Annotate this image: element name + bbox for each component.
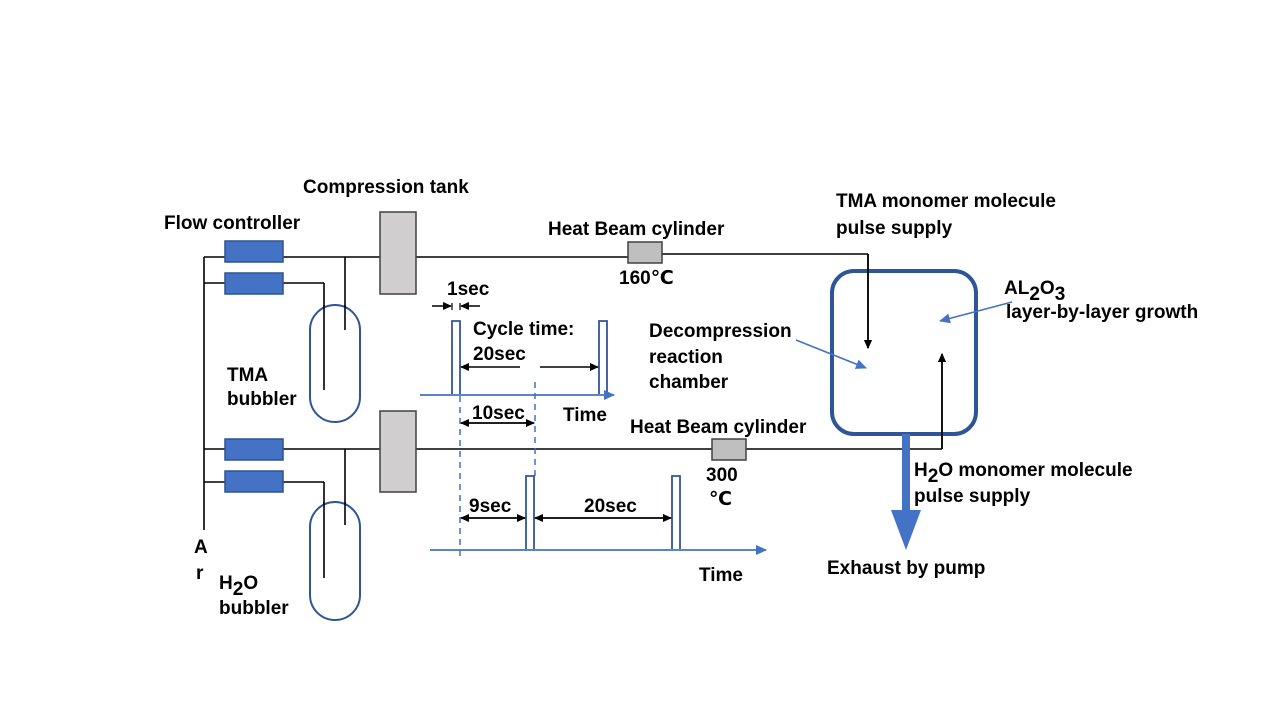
tma-pulse-2 <box>598 320 608 394</box>
h2o-pulse-label-line2: pulse supply <box>914 486 1031 507</box>
temperature-bottom-value: 300 <box>706 465 738 486</box>
decompression-reaction-chamber <box>830 269 978 436</box>
time-axis-bottom-label: Time <box>699 565 743 586</box>
h2o-pulse-sub: 2 <box>928 466 939 487</box>
heat-beam-cylinder-bottom <box>711 438 747 461</box>
cycle-time-label-line1: Cycle time: <box>473 319 574 340</box>
tma-pulse-label-line2: pulse supply <box>836 218 953 239</box>
flow-controller-3 <box>224 438 284 461</box>
delay-label: 9sec <box>469 496 512 517</box>
h2o-pulse-label-line1: H2O monomer molecule <box>914 460 1133 487</box>
pulse-width-label: 1sec <box>447 279 490 300</box>
h2o-bubbler-label-line1: H2O <box>219 573 258 600</box>
flow-controller-label: Flow controller <box>164 213 301 234</box>
compression-tank-bottom <box>379 410 417 493</box>
h2o-pulse-rest: O monomer molecule <box>938 460 1132 481</box>
h2o-timing-diagram <box>430 382 767 558</box>
flow-controller-1 <box>224 240 284 263</box>
tma-pulse-label-line1: TMA monomer molecule <box>836 191 1056 212</box>
exhaust-label: Exhaust by pump <box>827 558 985 579</box>
flow-controller-2 <box>224 272 284 295</box>
temperature-top-label: 160℃ <box>619 268 674 289</box>
h2o-bubbler-h: H <box>219 573 233 594</box>
al2o3-al: AL <box>1004 278 1030 299</box>
al2o3-sub-3: 3 <box>1055 284 1066 305</box>
flow-controllers <box>224 240 284 493</box>
tma-pulse-1 <box>451 320 461 394</box>
decompression-label-line1: Decompression <box>649 321 792 342</box>
heat-beam-top-label: Heat Beam cylinder <box>548 219 725 240</box>
temperature-bottom-unit: ℃ <box>709 489 732 510</box>
tma-bubbler <box>309 304 361 423</box>
tma-bubbler-label-line1: TMA <box>227 365 268 386</box>
h2o-bubbler-label-line2: bubbler <box>219 598 289 619</box>
cycle-time-label-line2: 20sec <box>473 344 526 365</box>
time-axis-top-label: Time <box>563 405 607 426</box>
period-label: 20sec <box>584 496 637 517</box>
decompression-label-line3: chamber <box>649 372 729 393</box>
al2o3-o: O <box>1040 278 1055 299</box>
ar-label-a: A <box>194 537 208 558</box>
heat-beam-bottom-label: Heat Beam cylinder <box>630 417 807 438</box>
h2o-pulse-h: H <box>914 460 928 481</box>
ar-label-r: r <box>196 563 204 584</box>
h2o-pulse-2 <box>671 475 681 549</box>
al2o3-label: AL2O3 <box>1004 278 1065 305</box>
decompression-pointer <box>795 339 867 369</box>
h2o-pulse-1 <box>525 475 535 549</box>
growth-label: layer-by-layer growth <box>1006 302 1198 323</box>
exhaust-arrow <box>891 434 921 550</box>
tma-timing-diagram <box>420 302 615 400</box>
decompression-label-line2: reaction <box>649 347 723 368</box>
heat-beam-cylinder-top <box>627 241 663 264</box>
al2o3-sub-2: 2 <box>1029 284 1040 305</box>
offset-label: 10sec <box>472 403 525 424</box>
flow-controller-4 <box>224 470 284 493</box>
tma-bubbler-label-line2: bubbler <box>227 389 297 410</box>
h2o-bubbler-sub: 2 <box>233 579 244 600</box>
al2o3-pointer <box>939 301 1013 324</box>
h2o-bubbler <box>309 501 361 621</box>
compression-tank-label: Compression tank <box>303 177 469 198</box>
h2o-bubbler-o: O <box>243 573 258 594</box>
compression-tank-top <box>379 211 417 295</box>
